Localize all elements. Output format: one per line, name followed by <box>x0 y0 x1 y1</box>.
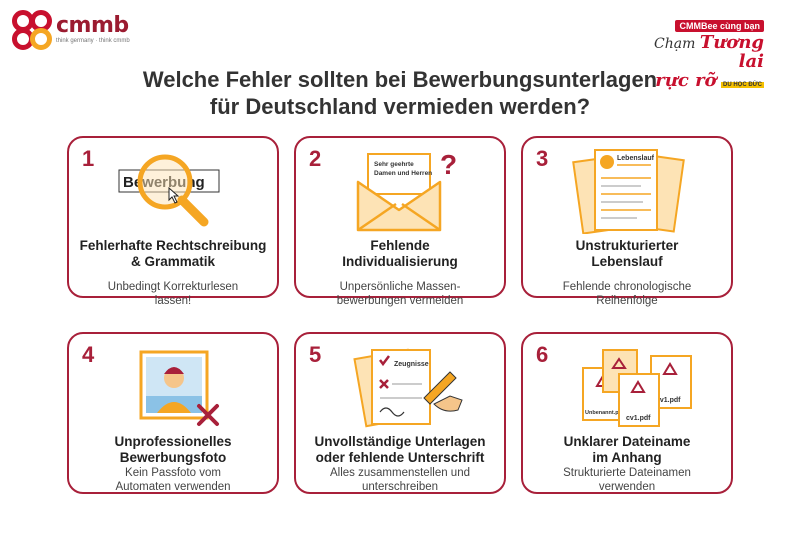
card-title: Unvollständige Unterlagen oder fehlende … <box>314 434 486 465</box>
card-title: Fehlende Individualisierung <box>342 238 458 269</box>
card-photo: 4 Unprofessionelles Bewerbungsfoto Kein … <box>67 332 279 494</box>
card-documents: 5 Zeugnisse Unvollständige Unterlagen od… <box>294 332 506 494</box>
card-number: 5 <box>309 342 322 367</box>
card-title: Unstrukturierter Lebenslauf <box>575 238 679 269</box>
file-name-2: cv1.pdf <box>626 415 651 422</box>
card-subtitle: Fehlende chronologische Reihenfolge <box>562 281 692 307</box>
cross-icon <box>197 404 219 426</box>
document-label: Zeugnisse <box>394 361 429 368</box>
card-number: 4 <box>82 342 95 367</box>
envelope-icon: Sehr geehrte Damen und Herren ? <box>356 149 457 232</box>
slogan-script: Chạm <box>654 36 696 52</box>
page-title: Welche Fehler sollten bei Bewerbungsunte… <box>0 66 800 120</box>
brand-tagline: think germany · think cmmb <box>56 38 130 44</box>
card-subtitle: Unpersönliche Massen- bewerbungen vermei… <box>336 281 464 307</box>
slogan: CMMBee cùng bạn Chạm Tương lai rực rỡ DU… <box>654 16 764 91</box>
card-subtitle: Strukturierte Dateinamen verwenden <box>563 467 691 493</box>
card-subtitle: Kein Passfoto vom Automaten verwenden <box>115 467 231 493</box>
card-subtitle: Alles zusammenstellen und unterschreiben <box>330 467 470 493</box>
page-title-line-2: für Deutschland vermieden werden? <box>209 94 591 119</box>
card-number: 1 <box>82 146 95 171</box>
card-number: 3 <box>536 146 549 171</box>
magnifier-icon: Bewerbung <box>118 154 220 227</box>
card-spelling: 1 Bewerbung Fehlerhafte Rechtschreibung … <box>67 136 279 307</box>
brand-name: cmmb <box>56 13 129 38</box>
photo-icon <box>139 350 219 426</box>
question-mark-icon: ? <box>440 149 457 180</box>
cmmb-logo-icon <box>12 10 52 50</box>
file-name-3: cv1.pdf <box>656 397 681 404</box>
slogan-top: CMMBee cùng bạn <box>675 20 764 32</box>
card-cv-structure: 3 Lebenslauf Unstrukturierter Lebenslauf… <box>521 136 733 307</box>
brand-logo: cmmb think germany · think cmmb <box>12 10 130 50</box>
letter-line-2: Damen und Herren <box>374 170 432 177</box>
pdf-files-icon: Unbenannt.pdf cv1.pdf cv1.pdf <box>582 349 692 427</box>
letter-line-1: Sehr geehrte <box>374 161 414 168</box>
page-title-line-1: Welche Fehler sollten bei Bewerbungsunte… <box>142 67 658 92</box>
card-title: Unklarer Dateiname im Anhang <box>563 434 691 465</box>
card-title: Fehlerhafte Rechtschreibung & Grammatik <box>79 238 267 269</box>
slogan-small: DU HỌC ĐỨC <box>721 82 764 88</box>
card-title: Unprofessionelles Bewerbungsfoto <box>114 434 232 465</box>
documents-signature-icon: Zeugnisse <box>353 348 463 428</box>
slogan-big-1: Tương lai <box>699 32 764 72</box>
card-number: 6 <box>536 342 549 367</box>
file-name-1: Unbenannt.pdf <box>585 410 624 416</box>
card-individualization: 2 Sehr geehrte Damen und Herren ? Fehlen… <box>294 136 506 307</box>
slogan-big-2: rực rỡ <box>655 70 717 91</box>
card-subtitle: Unbedingt Korrekturlesen lassen! <box>107 281 239 307</box>
cv-doc-title: Lebenslauf <box>617 155 655 162</box>
card-filenames: 6 Unbenannt.pdf cv1.pdf cv1.pdf Unklarer… <box>521 332 733 494</box>
card-number: 2 <box>309 146 322 171</box>
cv-document-icon: Lebenslauf <box>572 149 685 234</box>
